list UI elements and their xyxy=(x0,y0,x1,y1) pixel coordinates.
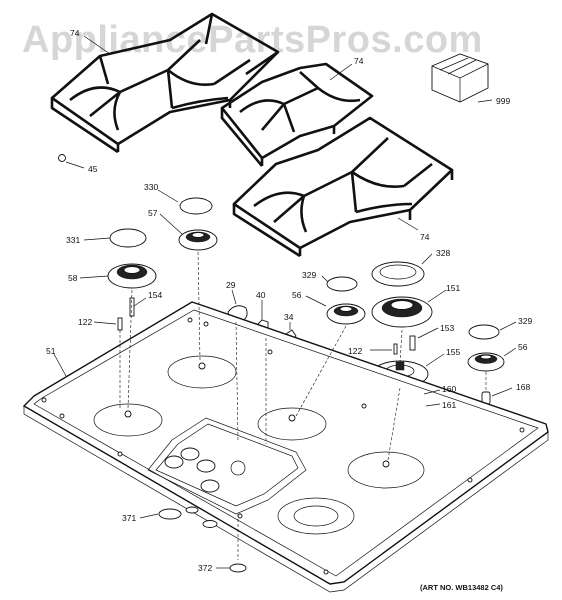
callout-29: 29 xyxy=(226,280,236,290)
burner-cap-331 xyxy=(109,228,147,248)
gasket-371-b xyxy=(185,506,199,514)
screw-122-right xyxy=(393,343,398,355)
watermark: AppliancePartsPros.com xyxy=(22,19,483,61)
leader-lines xyxy=(53,35,517,569)
callout-122-right: 122 xyxy=(348,346,362,356)
callout-45: 45 xyxy=(88,164,98,174)
callout-161: 161 xyxy=(442,400,456,410)
burner-cap-329-lower xyxy=(468,324,500,340)
foot-372 xyxy=(229,563,247,573)
callout-122-left: 122 xyxy=(78,317,92,327)
callout-153: 153 xyxy=(440,323,454,333)
callout-56-upper: 56 xyxy=(292,290,302,300)
callout-labels: 74 74 74 999 45 330 57 331 58 154 122 29… xyxy=(46,28,532,573)
callout-331: 331 xyxy=(66,235,80,245)
callout-154: 154 xyxy=(148,290,162,300)
grate-foot xyxy=(58,154,66,162)
callout-328: 328 xyxy=(436,248,450,258)
callout-40: 40 xyxy=(256,290,266,300)
electrode-153 xyxy=(409,335,416,351)
callout-51: 51 xyxy=(46,346,56,356)
cooktop-main-top-51 xyxy=(22,301,549,593)
screw-122-left xyxy=(117,317,123,331)
callout-168: 168 xyxy=(516,382,530,392)
callout-151: 151 xyxy=(446,283,460,293)
grate-right xyxy=(232,116,454,258)
burner-cap-330 xyxy=(179,197,213,215)
callout-56-lower: 56 xyxy=(518,342,528,352)
callout-160: 160 xyxy=(442,384,456,394)
callout-74-middle: 74 xyxy=(354,56,364,66)
burner-head-57 xyxy=(178,229,218,251)
burner-head-56-upper xyxy=(326,303,366,325)
callout-74-right: 74 xyxy=(420,232,430,242)
gasket-371 xyxy=(158,508,182,520)
callout-999: 999 xyxy=(496,96,510,106)
callout-74-left: 74 xyxy=(70,28,80,38)
callout-155: 155 xyxy=(446,347,460,357)
callout-58: 58 xyxy=(68,273,78,283)
grate-middle xyxy=(220,62,374,167)
electrode-154 xyxy=(129,297,135,317)
gasket-371-c xyxy=(202,520,218,528)
callout-372: 372 xyxy=(198,563,212,573)
callout-329-lower: 329 xyxy=(518,316,532,326)
burner-head-151 xyxy=(371,296,433,328)
callout-34: 34 xyxy=(284,312,294,322)
callout-330: 330 xyxy=(144,182,158,192)
box-part-999 xyxy=(431,53,489,103)
callout-57: 57 xyxy=(148,208,158,218)
callout-371: 371 xyxy=(122,513,136,523)
burner-head-58 xyxy=(107,263,157,289)
alignment-lines xyxy=(119,251,487,560)
burner-head-56-lower xyxy=(467,352,505,372)
burner-cap-328 xyxy=(371,261,425,287)
burner-cap-329-upper xyxy=(326,276,358,292)
callout-329-upper: 329 xyxy=(302,270,316,280)
art-number: (ART NO. WB13482 C4) xyxy=(420,583,503,592)
